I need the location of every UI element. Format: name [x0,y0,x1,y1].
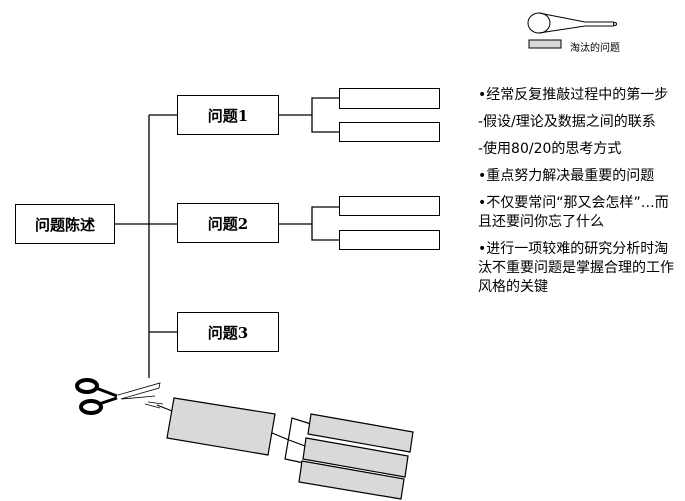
note-item: -假设/理论及数据之间的联系 [478,114,656,130]
note-item: •不仅要常问“那又会怎样”…而且还要问你忘了什么 [478,195,669,230]
magnifier-cone-icon [527,12,617,34]
branch-box-2: 问题2 [177,203,279,243]
note-item: •经常反复推敲过程中的第一步 [478,87,669,103]
legend-swatch [528,39,562,49]
discarded-bracket-mid [288,439,306,447]
branch-label-1: 问题1 [207,106,249,125]
note-item: •进行一项较难的研究分析时淘汰不重要问题是掌握合理的工作风格的关键 [478,241,674,295]
notes-list: •经常反复推敲过程中的第一步 -假设/理论及数据之间的联系 -使用80/20的思… [478,86,678,305]
sub-issue-box-2b [339,230,440,250]
sub-issue-box-1b [339,122,440,142]
branch-box-3: 问题3 [177,312,279,352]
sub-bracket-2 [311,206,340,241]
discarded-connector [271,432,290,441]
note-item: •重点努力解决最重要的问题 [478,168,655,184]
branch-box-1: 问题1 [177,95,279,135]
sub-issue-box-1a [339,88,440,109]
discarded-branch-box [166,397,276,456]
note-item: -使用80/20的思考方式 [478,141,622,157]
discarded-leaf-1 [307,413,414,453]
branch-label-3: 问题3 [207,323,249,342]
scissors-icon [75,378,164,415]
sub-issue-box-2a [339,196,440,216]
sub-bracket-1 [311,97,340,133]
cut-line [156,404,173,412]
root-label: 问题陈述 [34,215,95,234]
discarded-issues [156,397,414,500]
discarded-leaf-2 [302,437,409,478]
root-box: 问题陈述 [15,204,115,244]
connector-lines [115,97,340,378]
discarded-leaf-3 [298,460,405,500]
branch-label-2: 问题2 [207,214,249,233]
legend-label: 淘汰的问题 [570,43,620,54]
discarded-bracket [284,417,312,464]
